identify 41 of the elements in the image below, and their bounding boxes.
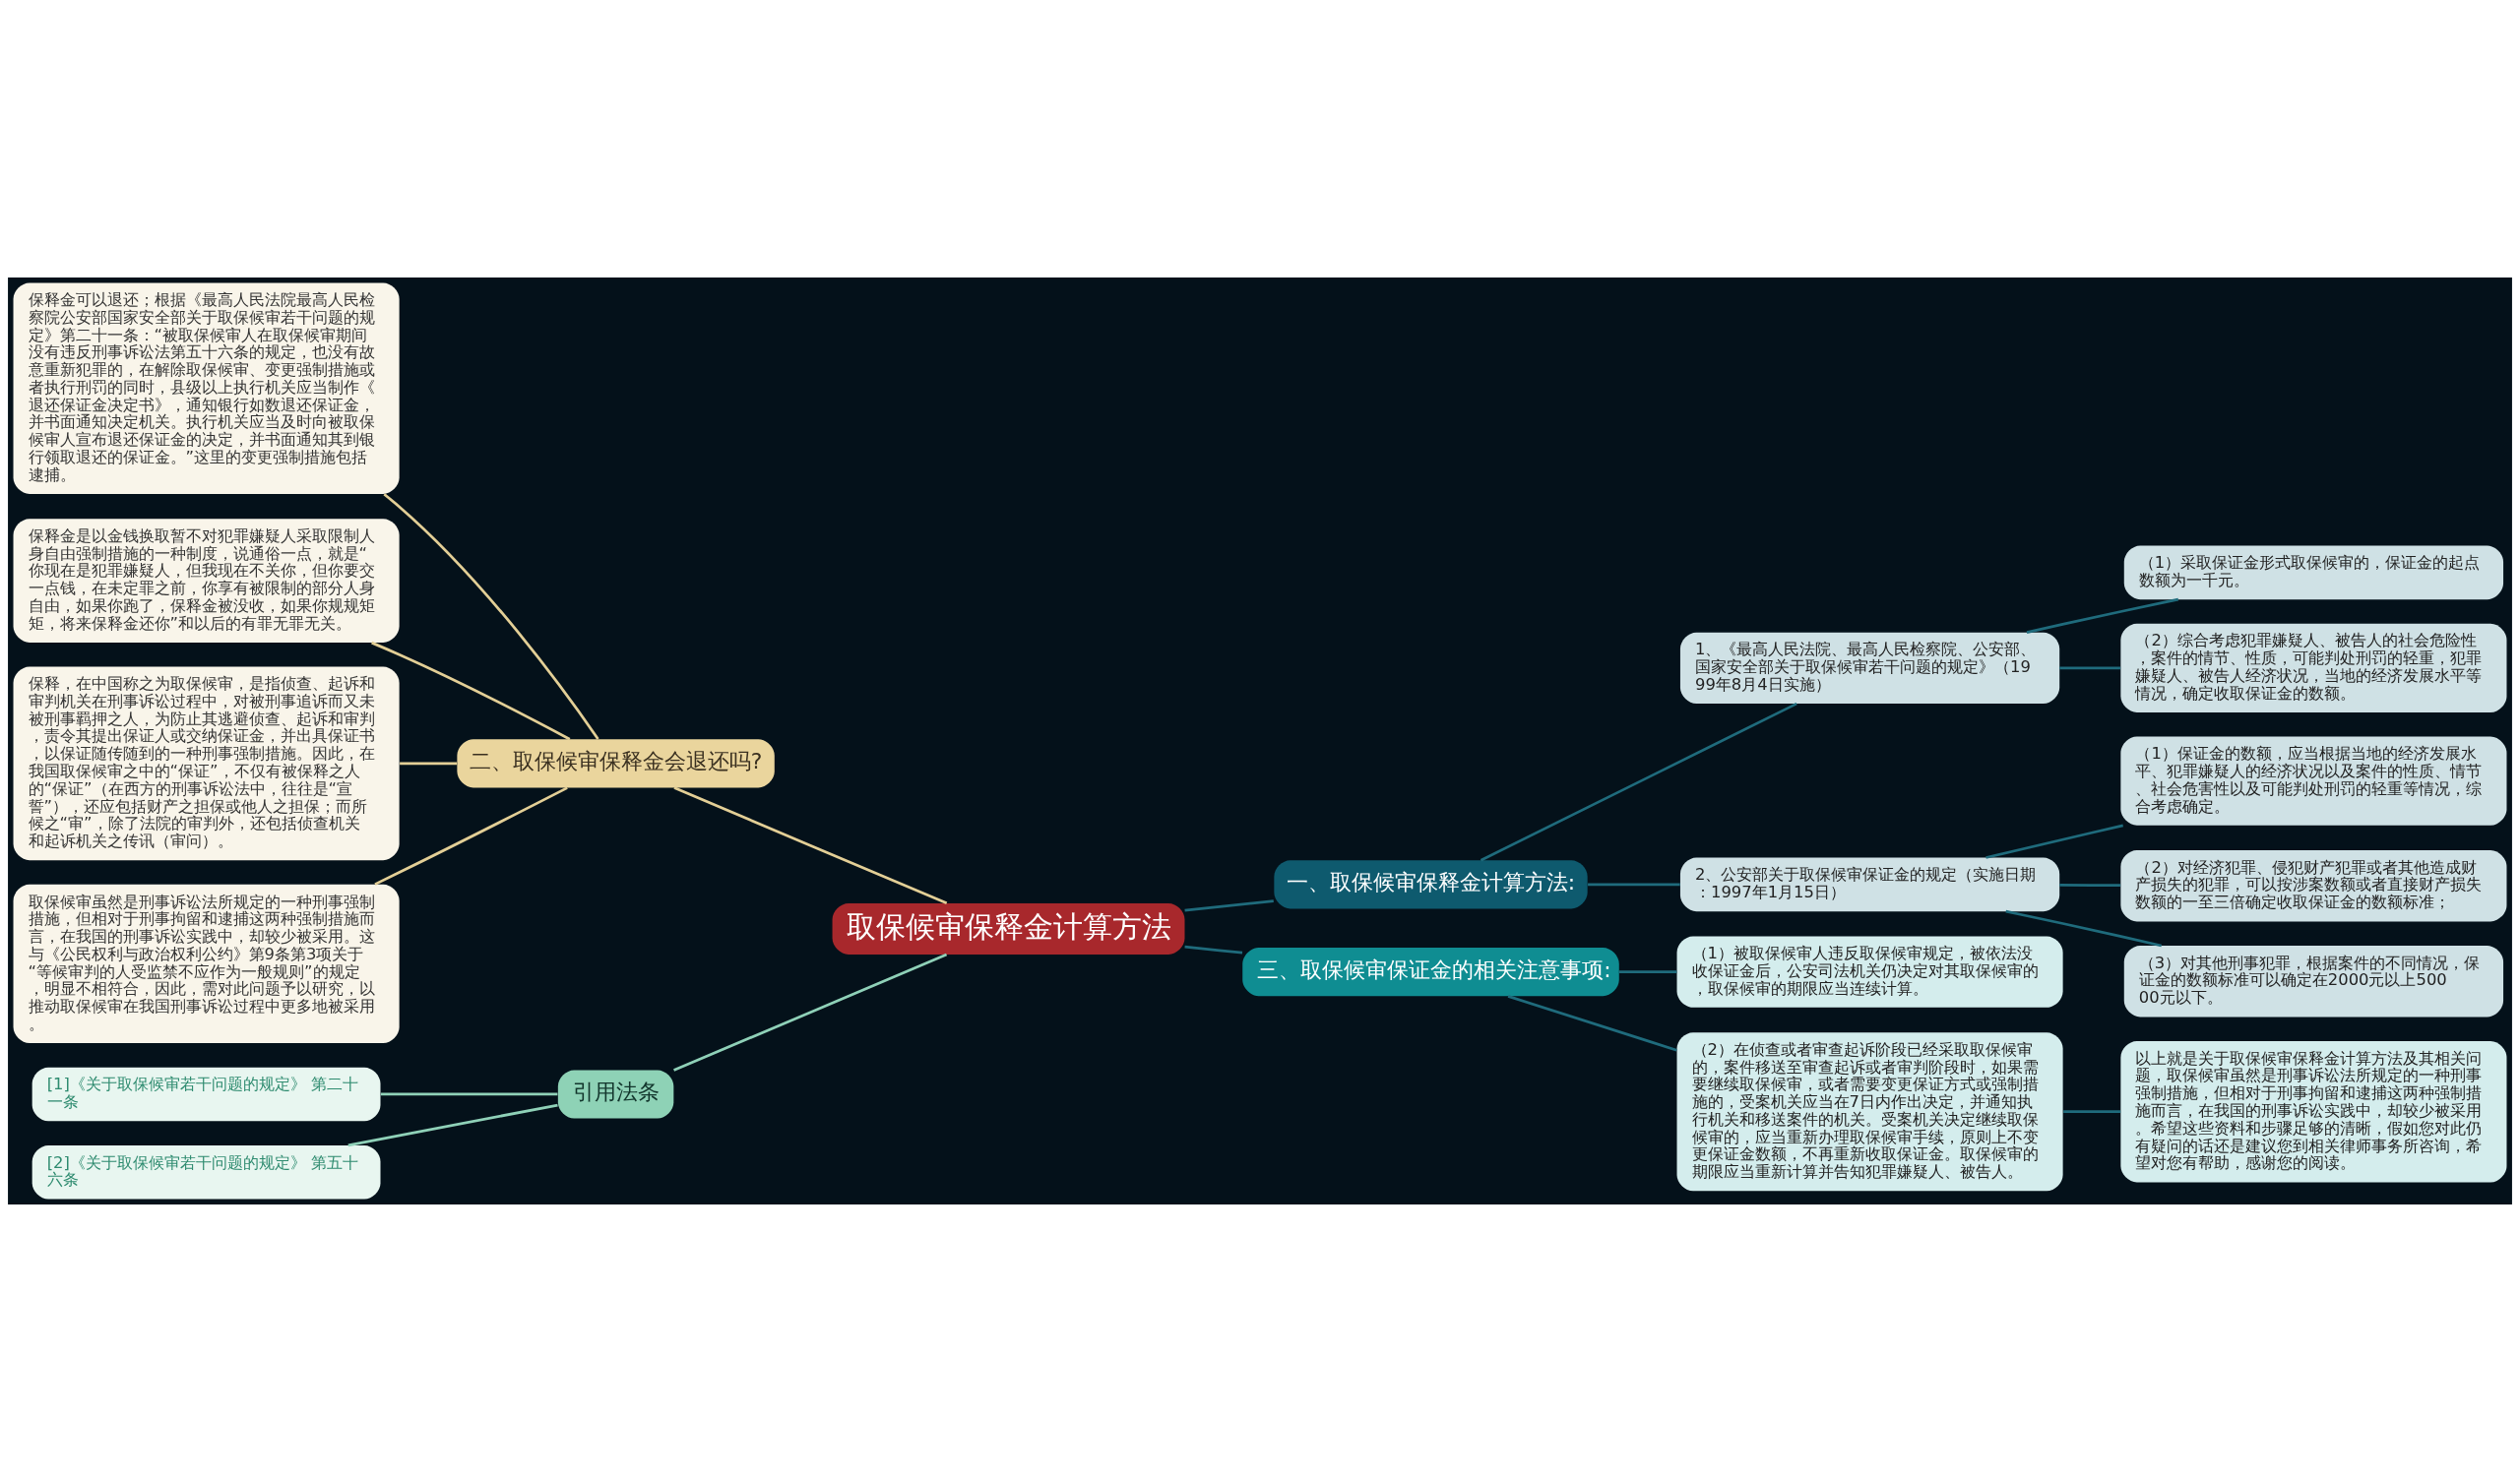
node-box: 引用法条 — [557, 1069, 674, 1119]
connector — [673, 785, 948, 904]
connector — [2026, 597, 2179, 634]
node-box: 取保候审保释金计算方法 — [832, 902, 1185, 955]
node-box: （3）对其他刑事犯罪，根据案件的不同情况，保证金的数额标准可以确定在2000元以上50000元以下。 — [2123, 945, 2504, 1017]
connector — [374, 785, 568, 886]
connector — [1588, 882, 1680, 886]
connector — [2063, 1109, 2121, 1113]
node-box: 以上就是关于取保候审保释金计算方法及其相关问题，取保候审虽然是刑事诉讼法所规定的一种刑事强制措施，但相对于刑事拘留和逮捕这两种强制措施而言，在我国的刑事诉讼实践中，却较少被采用。希望这些资料和步骤足够的清晰，假如您对此仍有疑问的话还是建议您到相关律师事务所咨询，希望对您有帮助，感谢您的阅读。 — [2120, 1040, 2507, 1182]
node-box: [2]《关于取保候审若干问题的规定》 第五十六条 — [32, 1144, 381, 1200]
node-box: 保释金可以退还；根据《最高人民法院最高人民检察院公安部国家安全部关于取保候审若干问题的规定》第二十一条：“被取保候审人在取保候审期间没有违反刑事诉讼法第五十六条的规定，也没有故意重新犯罪的，在解除取保候审、变更强制措施或者执行刑罚的同时，县级以上执行机关应当制作《退还保证金决定书》，通知银行如数退还保证金，并书面通知决定机关。执行机关应当及时向被取保候审人宣布退还保证金的决定，并书面通知其到银行领取退还的保证金。”这里的变更强制措施包括逮捕。 — [13, 281, 400, 494]
connector — [347, 1103, 558, 1146]
node-box: 保释，在中国称之为取保候审，是指侦查、起诉和审判机关在刑事诉讼过程中，对被刑事追诉而又未被刑事羁押之人，为防止其逃避侦查、起诉和审判，责令其提出保证人或交纳保证金，并出具保证书，以保证随传随到的一种刑事强制措施。因此，在我国取保候审之中的“保证”，不仅有被保释之人的“保证”（在西方的刑事诉讼法中，往往是“宣誓”），还应包括财产之担保或他人之担保；而所候之“审”，除了法院的审判外，还包括侦查机关和起诉机关之传讯（审问）。 — [13, 666, 400, 860]
connector — [1618, 969, 1677, 973]
node-box: （1）被取保候审人违反取保候审规定，被依法没收保证金后，公安司法机关仍决定对其取保候审的，取保候审的期限应当连续计算。 — [1676, 935, 2063, 1008]
node-box: 三、取保候审保证金的相关注意事项: — [1242, 947, 1619, 996]
node-box: （1）保证金的数额，应当根据当地的经济发展水平、犯罪嫌疑人的经济状况以及案件的性质、情节、社会危害性以及可能判处刑罚的轻重等情况，综合考虑确定。 — [2120, 736, 2507, 826]
node-box: （1）采取保证金形式取保候审的，保证金的起点数额为一千元。 — [2123, 545, 2504, 599]
connector — [380, 1092, 558, 1095]
node-box: 保释金是以金钱换取暂不对犯罪嫌疑人采取限制人身自由强制措施的一种制度，说通俗一点，就是“你现在是犯罪嫌疑人，但我现在不关你，但你要交一点钱，在未定罪之前，你享有被限制的部分人身自由，如果你跑了，保释金被没收，如果你规规矩矩，将来保释金还你”和以后的有罪无罪无关。 — [13, 518, 400, 643]
connector — [400, 762, 458, 765]
node-box: 一、取保候审保释金计算方法: — [1274, 859, 1588, 908]
node-box: [1]《关于取保候审若干问题的规定》 第二十一条 — [32, 1067, 381, 1121]
connector — [1184, 898, 1274, 911]
connector — [1985, 823, 2124, 859]
connector — [383, 492, 599, 740]
node-box: 二、取保候审保释金会退还吗? — [457, 738, 775, 787]
connector — [1507, 994, 1677, 1052]
node-box: 2、公安部关于取保候审保证金的规定（实施日期：1997年1月15日） — [1679, 857, 2060, 911]
node-box: （2）对经济犯罪、侵犯财产犯罪或者其他造成财产损失的犯罪，可以按涉案数额或者直接财产损失数额的一至三倍确定收取保证金的数额标准； — [2120, 849, 2507, 921]
connector — [1480, 702, 1797, 861]
node-box: 1、《最高人民法院、最高人民检察院、公安部、国家安全部关于取保候审若干问题的规定》（1999年8月4日实施） — [1679, 632, 2060, 704]
node-box: 取保候审虽然是刑事诉讼法所规定的一种刑事强制措施，但相对于刑事拘留和逮捕这两种强制措施而言，在我国的刑事诉讼实践中，却较少被采用。这与《公民权利与政治权利公约》第9条第3项关于“等候审判的人受监禁不应作为一般规则”的规定，明显不相符合，因此，需对此问题予以研究，以推动取保候审在我国刑事诉讼过程中更多地被采用。 — [13, 884, 400, 1043]
connector — [673, 953, 948, 1072]
node-box: （2）在侦查或者审查起诉阶段已经采取取保候审的，案件移送至审查起诉或者审判阶段时，如果需要继续取保候审，或者需要变更保证方式或强制措施的，受案机关应当在7日内作出决定，并通知执行机关和移送案件的机关。受案机关决定继续取保候审的，应当重新办理取保候审手续，原则上不变更保证金数额，不再重新收取保证金。取保候审的期限应当重新计算并告知犯罪嫌疑人、被告人。 — [1676, 1031, 2063, 1191]
connector — [2005, 909, 2163, 947]
connector — [1184, 945, 1243, 954]
connector — [371, 641, 571, 740]
connector — [2059, 666, 2121, 669]
node-box: （2）综合考虑犯罪嫌疑人、被告人的社会危险性，案件的情节、性质，可能判处刑罚的轻重，犯罪嫌疑人、被告人经济状况，当地的经济发展水平等情况，确定收取保证金的数额。 — [2120, 623, 2507, 712]
connector — [2059, 883, 2121, 887]
